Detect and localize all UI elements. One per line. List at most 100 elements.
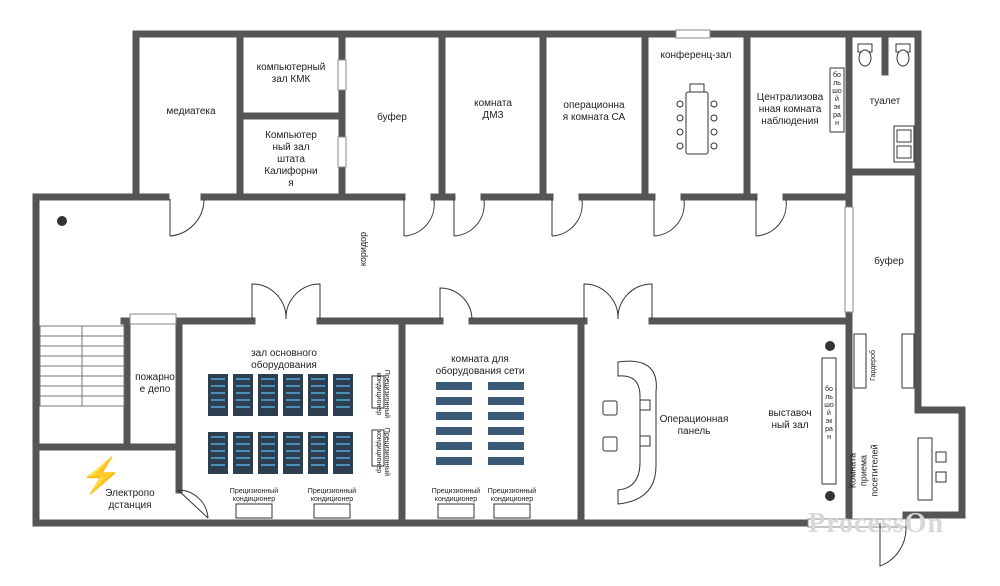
rack-slot [286, 450, 300, 452]
rack-slot [336, 392, 350, 394]
room-buffer-top: буфер [377, 112, 407, 123]
rack-slot [336, 385, 350, 387]
rack-slot [311, 378, 325, 380]
rack-slot [336, 457, 350, 459]
rack-slot [336, 378, 350, 380]
room-exhibition: выставоч ный зал [768, 408, 812, 431]
room-toilet: туалет [869, 96, 901, 107]
rack-slot [211, 378, 225, 380]
ac-label-1: Прецизионный кондиционер [229, 488, 279, 503]
wardrobe-label: Гардероб [869, 350, 877, 381]
big-screen-top-label: бо ль шо й эк ра н [832, 72, 842, 127]
network-switch [488, 412, 524, 420]
room-conference: конференц-зал [660, 50, 732, 61]
rack-slot [286, 392, 300, 394]
conference-table [676, 83, 718, 155]
server-rack [283, 432, 303, 474]
rack-slot [336, 443, 350, 445]
server-rack [283, 374, 303, 416]
rack-slot [236, 392, 250, 394]
rack-slot [211, 406, 225, 408]
rack-slot [236, 436, 250, 438]
rack-slot [211, 385, 225, 387]
rack-slot [336, 406, 350, 408]
rack-slot [236, 399, 250, 401]
rack-slot [261, 385, 275, 387]
rack-slot [211, 399, 225, 401]
rack-slot [236, 450, 250, 452]
rack-slot [261, 443, 275, 445]
rack-slot [211, 450, 225, 452]
rack-slot [211, 457, 225, 459]
rack-slot [261, 457, 275, 459]
rack-slot [336, 464, 350, 466]
rack-slot [311, 399, 325, 401]
wardrobe-right [901, 333, 915, 389]
server-rack [258, 374, 278, 416]
network-switch [488, 457, 524, 465]
operations-desk [602, 360, 657, 505]
rack-slot [311, 392, 325, 394]
room-fire-depot: пожарно е депо [135, 372, 175, 395]
rack-slot [336, 399, 350, 401]
network-switch [436, 382, 472, 390]
network-switch [488, 397, 524, 405]
rack-slot [236, 378, 250, 380]
rack-slot [261, 378, 275, 380]
rack-slot [311, 406, 325, 408]
rack-slot [211, 443, 225, 445]
rack-slot [286, 457, 300, 459]
rack-slot [261, 392, 275, 394]
rack-slot [311, 464, 325, 466]
rack-slot [236, 457, 250, 459]
network-switch [436, 412, 472, 420]
rack-slot [286, 385, 300, 387]
room-main-equipment: зал основного оборудования [251, 348, 317, 371]
rack-slot [261, 399, 275, 401]
network-switch [488, 427, 524, 435]
rack-slot [236, 385, 250, 387]
room-reception: Комната приема посетителей [847, 444, 880, 497]
watermark: ProcessOn [808, 508, 945, 539]
room-monitoring: Централизова нная комната наблюдения [756, 92, 824, 127]
server-rack [208, 374, 228, 416]
rack-slot [236, 406, 250, 408]
server-rack [233, 432, 253, 474]
rack-slot [261, 450, 275, 452]
room-power-station: Электропо дстанция [105, 488, 155, 511]
rack-slot [286, 399, 300, 401]
room-buffer-right: буфер [874, 256, 904, 267]
server-rack [258, 432, 278, 474]
server-rack [208, 432, 228, 474]
big-screen-right [821, 357, 837, 485]
room-network: комната для оборудования сети [435, 354, 525, 377]
wardrobe-left [853, 333, 867, 389]
cameras [57, 216, 835, 501]
rack-slot [336, 450, 350, 452]
rack-slot [236, 443, 250, 445]
rack-slot [236, 464, 250, 466]
walls [32, 30, 966, 527]
room-mediateka: медиатека [166, 106, 216, 117]
network-switches [436, 382, 524, 465]
ac-label-3: Прецизионный кондиционер [431, 488, 481, 503]
server-rack [333, 374, 353, 416]
rack-slot [286, 436, 300, 438]
room-ops-ca: операционна я комната СА [562, 100, 626, 123]
rack-slot [286, 378, 300, 380]
rack-slot [261, 464, 275, 466]
rack-slot [261, 406, 275, 408]
network-switch [436, 442, 472, 450]
rack-slot [211, 436, 225, 438]
room-california: Компьютер ный зал штата Калифорни я [264, 130, 318, 189]
doors [129, 29, 907, 567]
staircase [39, 325, 125, 407]
ac-vertical-label-1: Прецизионный кондиционер [375, 369, 391, 419]
ac-label-4: Прецизионный кондиционер [487, 488, 537, 503]
rack-slot [311, 385, 325, 387]
rack-slot [211, 392, 225, 394]
server-rack [308, 432, 328, 474]
rack-slot [311, 450, 325, 452]
rack-slot [261, 436, 275, 438]
rack-slot [286, 406, 300, 408]
